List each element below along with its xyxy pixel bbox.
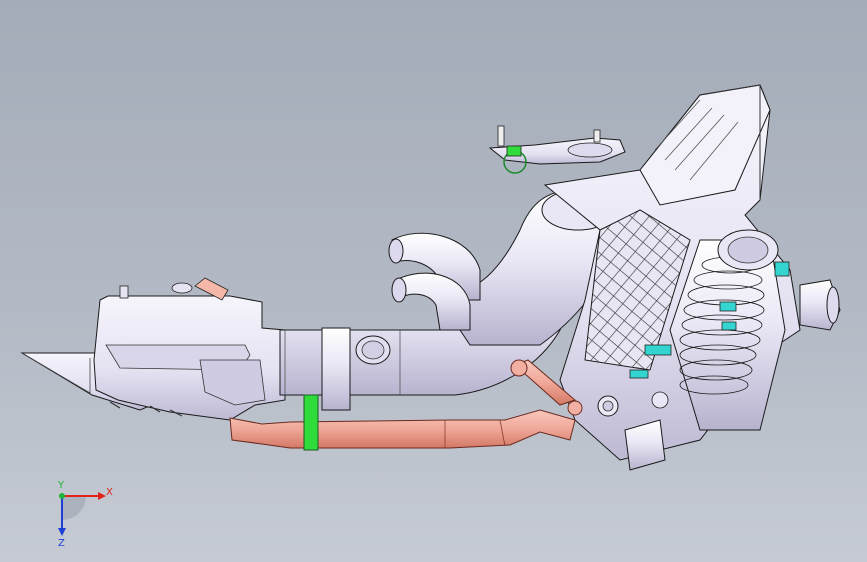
y-axis-label: Y: [57, 480, 65, 491]
triad-plane: [62, 496, 86, 520]
main-intake-duct[interactable]: [279, 259, 591, 411]
z-axis-arrow: [58, 528, 66, 536]
filter-cartridge[interactable]: [624, 229, 841, 471]
z-axis-label: Z: [58, 538, 65, 548]
top-mount-bracket[interactable]: [488, 125, 626, 174]
orientation-triad: X Y Z: [57, 480, 113, 548]
y-axis-dot: [59, 493, 65, 499]
x-axis-label: X: [106, 487, 113, 498]
hose-clips[interactable]: [629, 261, 790, 379]
x-axis-arrow: [98, 492, 106, 500]
twin-inlet-snorkels[interactable]: [388, 232, 481, 331]
front-tray[interactable]: [20, 277, 286, 421]
green-clamp[interactable]: [303, 394, 319, 451]
